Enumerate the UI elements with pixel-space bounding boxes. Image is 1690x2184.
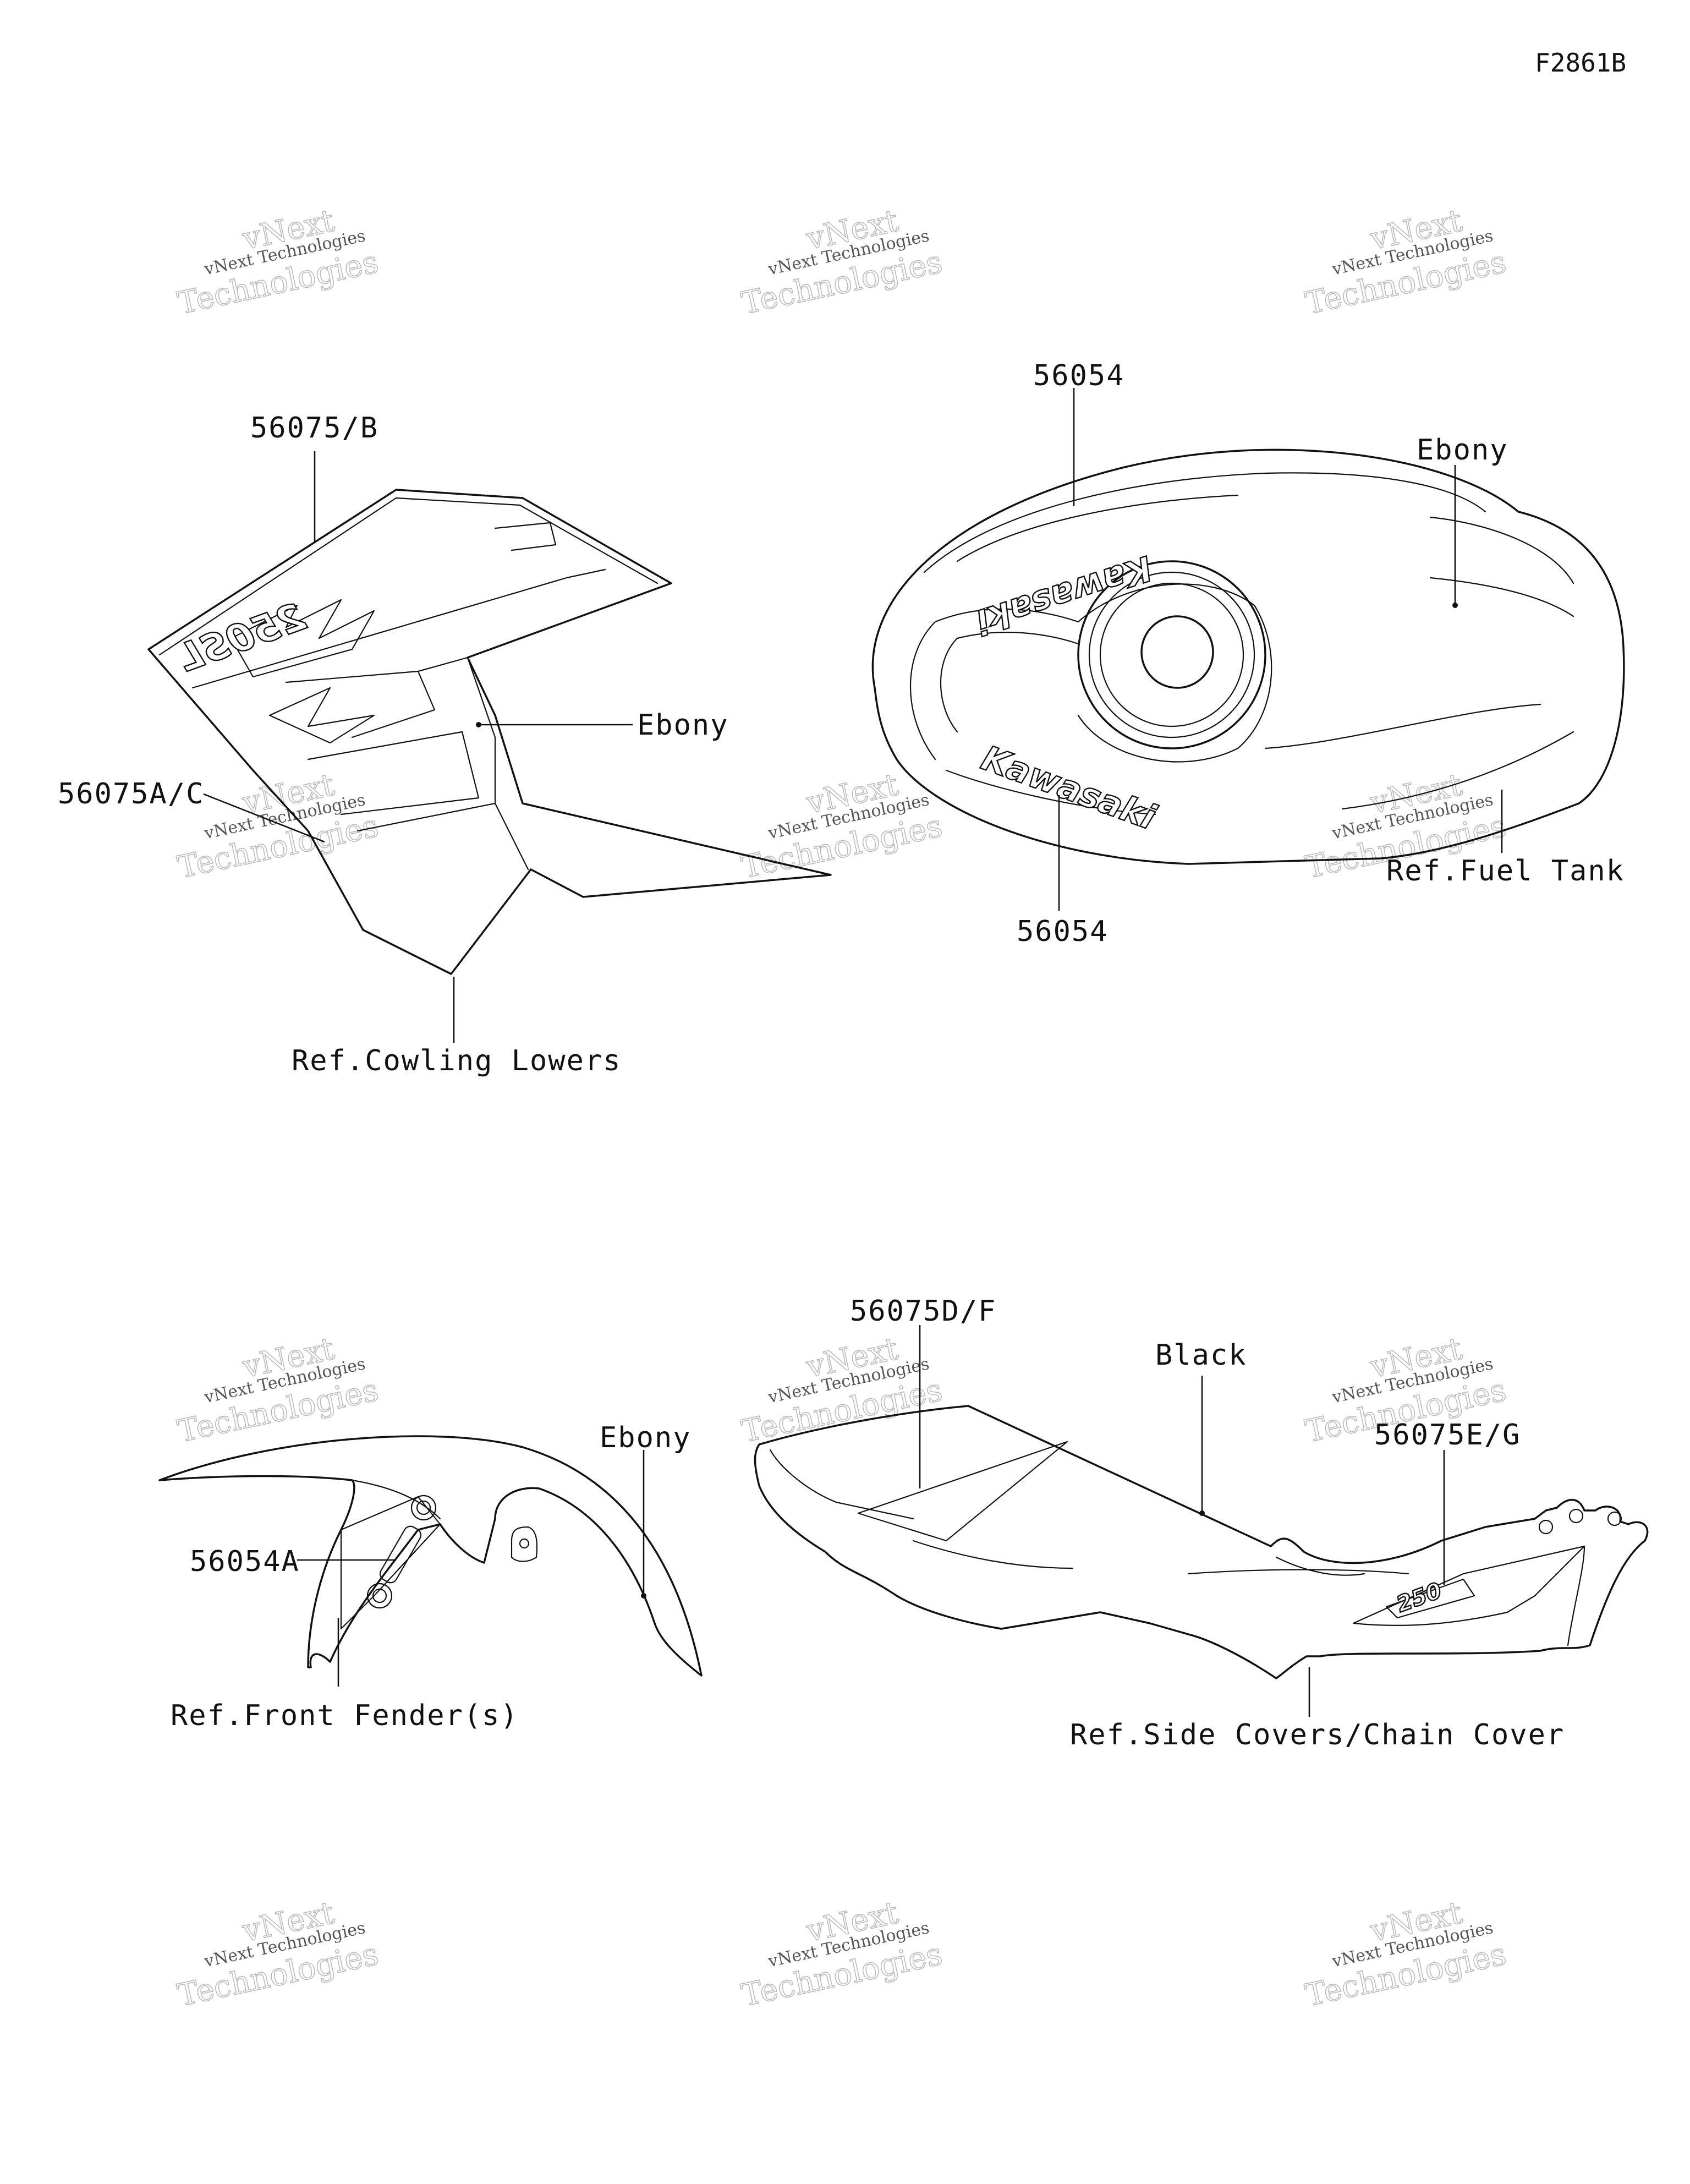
leader-dot: [1199, 1510, 1205, 1516]
label-cowl-part-top: 56075/B: [250, 412, 378, 445]
label-side-color: Black: [1155, 1339, 1247, 1372]
label-fender-color: Ebony: [600, 1421, 692, 1454]
label-side-part-right: 56075E/G: [1374, 1419, 1521, 1452]
watermark: vNext Technologies vNext Technologies: [738, 1331, 946, 1450]
label-cowl-ref: Ref.Cowling Lowers: [292, 1044, 622, 1077]
fuel-tank-drawing: Kawasaki Kawasaki: [871, 448, 1625, 865]
label-cowl-color: Ebony: [637, 709, 729, 742]
tank-logo-top: Kawasaki: [972, 548, 1157, 643]
label-fender-part: 56054A: [190, 1545, 300, 1578]
label-tank-color: Ebony: [1417, 434, 1508, 467]
watermark: vNext Technologies vNext Technologies: [738, 1895, 946, 2014]
watermark: vNext Technologies vNext Technologies: [738, 202, 946, 322]
label-side-ref: Ref.Side Covers/Chain Cover: [1070, 1718, 1565, 1751]
watermark: vNext Technologies vNext Technologies: [174, 1331, 382, 1450]
leader-dot: [641, 1593, 646, 1599]
watermark: vNext Technologies vNext Technologies: [1302, 202, 1510, 322]
label-tank-part-top: 56054: [1033, 359, 1125, 392]
diagram-code: F2861B: [1535, 48, 1626, 78]
tank-logo-bottom: Kawasaki: [976, 737, 1161, 838]
leader-line: [203, 793, 325, 843]
watermark: vNext Technologies vNext Technologies: [174, 1895, 382, 2014]
front-fender-drawing: [158, 1435, 703, 1677]
label-cowl-part-side: 56075A/C: [58, 778, 204, 811]
label-side-part-left: 56075D/F: [850, 1295, 996, 1328]
label-tank-ref: Ref.Fuel Tank: [1386, 855, 1625, 888]
watermark: vNext Technologies vNext Technologies: [1302, 1895, 1510, 2014]
label-fender-ref: Ref.Front Fender(s): [171, 1699, 519, 1732]
watermark: vNext Technologies vNext Technologies: [174, 202, 382, 322]
cowling-badge: 250SL: [171, 594, 311, 682]
leader-dot: [476, 722, 481, 727]
leader-dot: [1452, 603, 1458, 608]
label-tank-part-bottom: 56054: [1017, 915, 1109, 948]
